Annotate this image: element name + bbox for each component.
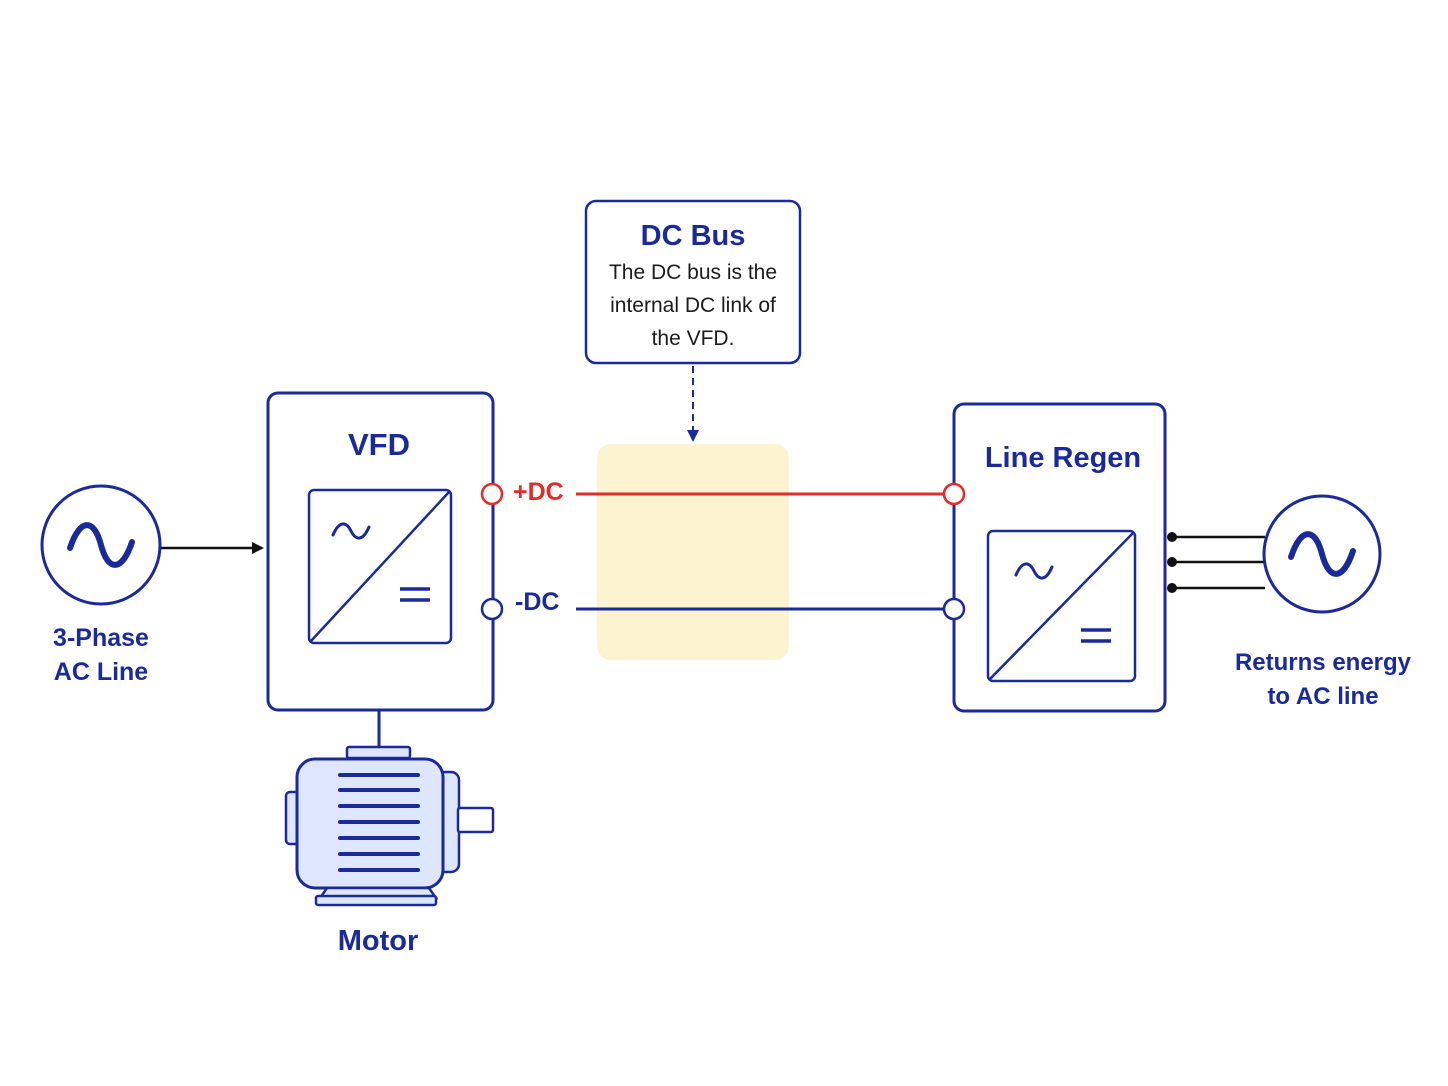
callout-text-line1: The DC bus is the <box>609 261 777 284</box>
three-phase-connection <box>1167 532 1265 593</box>
grid-label-line2: to AC line <box>1267 683 1378 710</box>
line-regen-title: Line Regen <box>985 442 1141 474</box>
ac-source: 3-Phase AC Line <box>40 484 162 686</box>
callout-title: DC Bus <box>641 220 746 252</box>
motor-icon <box>284 745 495 907</box>
ac-source-label-line2: AC Line <box>54 658 149 686</box>
ac-source-label-line1: 3-Phase <box>53 624 149 652</box>
negative-dc-label: -DC <box>515 588 559 616</box>
vfd-block: VFD <box>266 391 495 712</box>
grid-label-line1: Returns energy <box>1235 649 1412 676</box>
vfd-negative-terminal <box>480 597 504 621</box>
vfd-converter-icon <box>307 488 453 645</box>
callout-text-line2: internal DC link of <box>610 294 776 317</box>
callout-text-line3: the VFD. <box>652 327 735 350</box>
line-regen-block: Line Regen <box>942 402 1167 713</box>
vfd-positive-terminal <box>480 482 504 506</box>
vfd-title: VFD <box>348 427 410 462</box>
motor-label: Motor <box>338 925 419 957</box>
dc-bus-highlight <box>597 444 789 660</box>
dc-bus-callout: DC Bus The DC bus is the internal DC lin… <box>584 199 802 365</box>
regen-converter-icon <box>986 529 1137 683</box>
positive-dc-label: +DC <box>513 478 564 506</box>
grid-source: Returns energy to AC line <box>1235 494 1412 710</box>
motor: Motor <box>284 711 495 957</box>
